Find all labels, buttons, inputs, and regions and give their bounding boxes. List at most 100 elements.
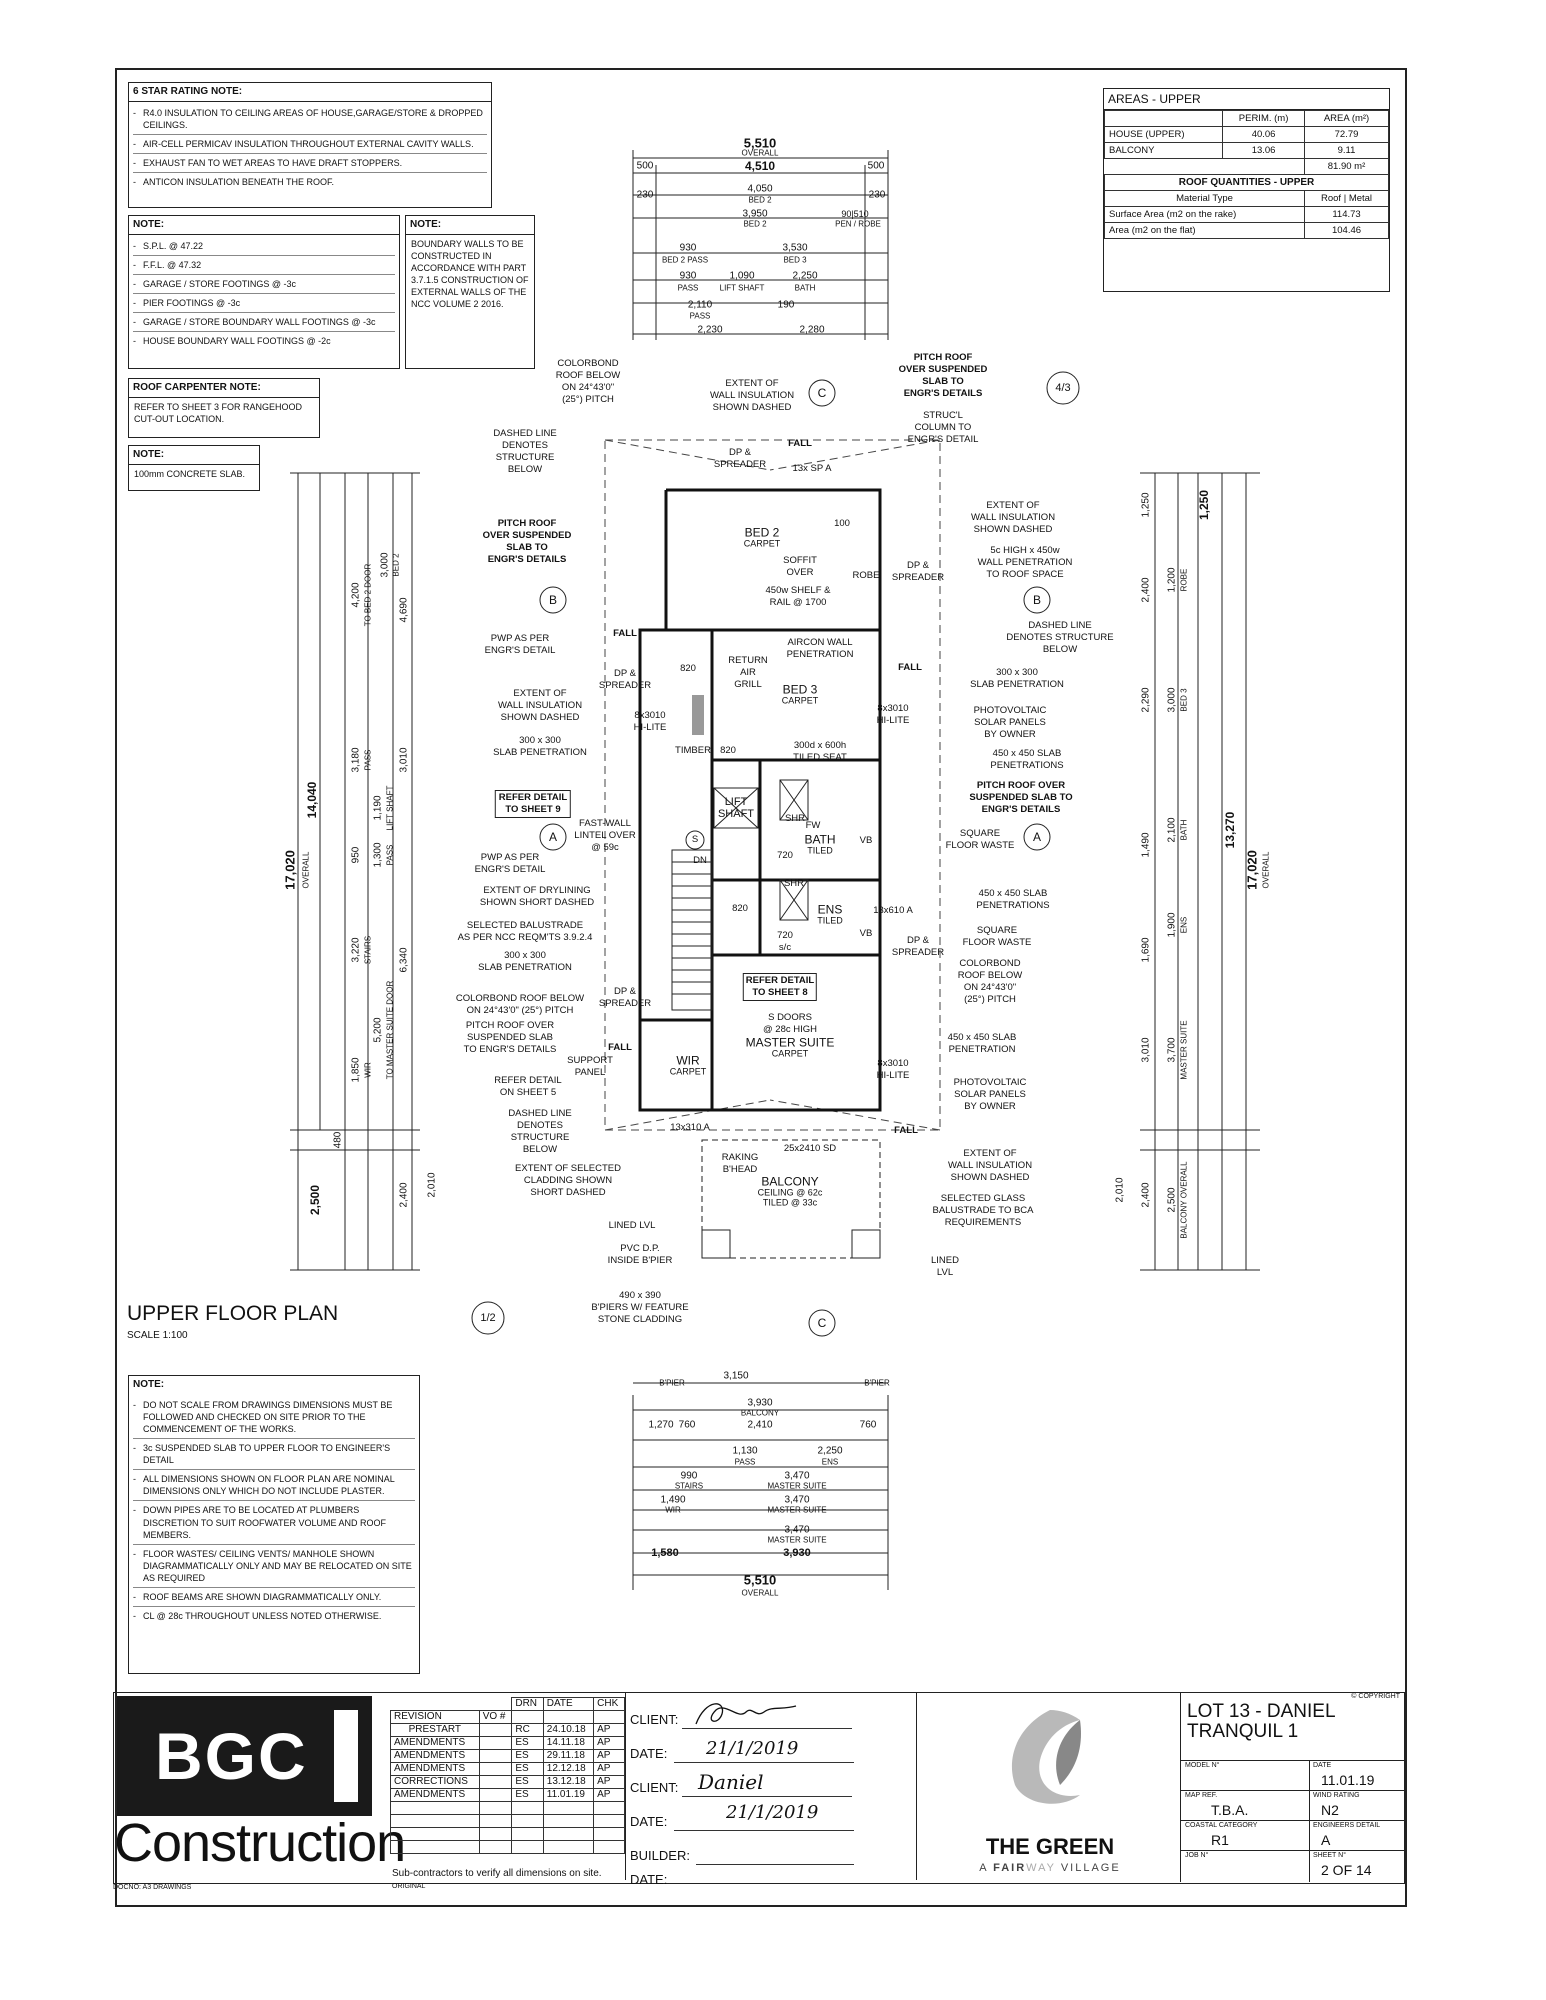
bottom-overall-label: OVERALL <box>741 1588 779 1598</box>
slab-note: NOTE: 100mm CONCRETE SLAB. <box>128 445 260 491</box>
label-sliding-door: 25x2410 SD <box>783 1143 837 1154</box>
boundary-note-text: BOUNDARY WALLS TO BE CONSTRUCTED IN ACCO… <box>411 238 529 310</box>
callout-left: 300 x 300 SLAB PENETRATION <box>478 950 572 973</box>
rev-cell: CORRECTIONS <box>390 1775 480 1789</box>
rev-cell: 14.11.18 <box>542 1736 595 1750</box>
engineers-value: A <box>1321 1832 1331 1848</box>
callout-left: PWP AS PER ENGR'S DETAIL <box>484 633 556 656</box>
right-dim-2400: 2,400 <box>1140 577 1152 603</box>
bottom-dim-ens: ENS <box>821 1457 839 1467</box>
rev-cell <box>511 1710 544 1724</box>
room-floor: TILED <box>807 845 833 856</box>
section-marker-b: B <box>548 593 558 607</box>
callout-left: PVC D.P. INSIDE B'PIER <box>607 1243 673 1266</box>
right-dim-ens: ENS <box>1179 916 1189 934</box>
project-title: LOT 13 - DANIEL TRANQUIL 1 <box>1187 1701 1336 1742</box>
top-dim-2230: 2,230 <box>697 324 723 336</box>
left-dim-liftshaft: LIFT SHAFT <box>385 785 395 831</box>
project-divider <box>1181 1790 1404 1791</box>
bottom-dim-wir: WIR <box>665 1505 681 1515</box>
builder-label: BUILDER: <box>630 1848 690 1863</box>
callout-left: EXTENT OF SELECTED CLADDING SHOWN SHORT … <box>515 1163 621 1198</box>
label-fall: FALL <box>788 438 812 449</box>
bottom-dim-3930: 3,930 <box>747 1397 773 1409</box>
section-marker-c: C <box>817 386 827 400</box>
label-fall-4: FALL <box>608 1042 632 1053</box>
callout-right: 450 x 450 SLAB PENETRATION <box>947 1032 1017 1055</box>
slab-note-title: NOTE: <box>129 446 259 465</box>
room-floor: CARPET <box>781 695 819 706</box>
left-overall-dim: 17,020 <box>282 850 298 890</box>
right-dim-3700: 3,700 <box>1166 1037 1178 1063</box>
subcontractor-note: Sub-contractors to verify all dimensions… <box>392 1868 602 1879</box>
project-divider-v <box>1309 1760 1310 1882</box>
callout-right: 450 x 450 SLAB PENETRATIONS <box>976 888 1050 911</box>
callout-right: 450 x 450 SLAB PENETRATIONS <box>990 748 1064 771</box>
right-dim-1900: 1,900 <box>1166 912 1178 938</box>
bottom-dim-990: 990 <box>680 1470 698 1482</box>
client-signature <box>695 1703 797 1725</box>
rev-cell: 24.10.18 <box>542 1723 595 1737</box>
callout-left: 300 x 300 SLAB PENETRATION <box>493 735 587 758</box>
label-dp-spreader-2: DP & SPREADER <box>598 668 652 691</box>
label-return-air: RETURN AIR GRILL <box>728 655 768 690</box>
plan-title: UPPER FLOOR PLAN <box>127 1302 339 1325</box>
top-dim-230: 230 <box>636 189 654 201</box>
general-note-item: DO NOT SCALE FROM DRAWINGS DIMENSIONS MU… <box>133 1396 415 1439</box>
project-divider <box>1181 1850 1404 1851</box>
callout-left: PITCH ROOF OVER SUSPENDED SLAB TO ENGR'S… <box>482 518 572 565</box>
date-label-2: DATE: <box>630 1814 668 1829</box>
label-fall-2: FALL <box>613 628 637 639</box>
callout-right: EXTENT OF WALL INSULATION SHOWN DASHED <box>709 378 795 413</box>
top-dim-pass: PASS <box>677 283 699 293</box>
general-note-item: FLOOR WASTES/ CEILING VENTS/ MANHOLE SHO… <box>133 1545 415 1589</box>
room-name: BATH <box>804 832 836 847</box>
plan-scale: SCALE 1:100 <box>127 1330 188 1341</box>
room-name: LIFT SHAFT <box>717 795 755 820</box>
section-marker-a: A <box>1032 830 1042 844</box>
top-dim-500: 500 <box>867 160 885 172</box>
bottom-dim-1580: 1,580 <box>651 1547 679 1559</box>
right-dim-2010: 2,010 <box>1114 1177 1126 1203</box>
bgc-logo-text: BGC <box>155 1719 308 1793</box>
right-dim-2400b: 2,400 <box>1140 1182 1152 1208</box>
rev-cell: AP <box>593 1788 625 1802</box>
room-floor: TILED <box>817 915 843 926</box>
map-ref-label: MAP REF. <box>1185 1792 1218 1799</box>
rev-cell: 12.12.18 <box>542 1762 595 1776</box>
bottom-dim-1270: 1,270 <box>648 1419 674 1431</box>
rev-cell <box>390 1814 480 1828</box>
right-dim-3010: 3,010 <box>1140 1037 1152 1063</box>
callout-left: 490 x 390 B'PIERS W/ FEATURE STONE CLADD… <box>591 1290 689 1325</box>
callout-left: FAST-WALL LINTEL OVER @ 59c <box>574 818 636 853</box>
top-dim-930: 930 <box>679 242 697 254</box>
rev-cell <box>511 1840 544 1854</box>
label-dp-spreader: DP & SPREADER <box>713 447 767 470</box>
callout-right: EXTENT OF WALL INSULATION SHOWN DASHED <box>970 500 1056 535</box>
rev-cell <box>593 1814 625 1828</box>
project-info-block: © COPYRIGHT LOT 13 - DANIEL TRANQUIL 1 M… <box>1180 1692 1404 1882</box>
right-dim-1250b: 1,250 <box>1197 489 1211 521</box>
docno: DOCNO: A3 DRAWINGS <box>113 1884 192 1891</box>
label-shr2: SHR <box>783 878 805 889</box>
label-fall-3: FALL <box>898 662 922 673</box>
bottom-dim-760: 760 <box>859 1419 877 1431</box>
room-floor: CEILING @ 62c TILED @ 33c <box>757 1187 823 1208</box>
top-dim-bed2: 4,050 <box>747 183 773 195</box>
rev-cell: ES <box>511 1775 544 1789</box>
top-dim-bed2-label: BED 2 <box>748 195 772 205</box>
rev-cell <box>593 1840 625 1854</box>
signoff-block: CLIENT: DATE: 21/1/2019 CLIENT: Daniel D… <box>625 1692 917 1887</box>
roof-carpenter-text: REFER TO SHEET 3 FOR RANGEHOOD CUT-OUT L… <box>134 401 303 424</box>
bottom-dim-stairs: STAIRS <box>674 1481 704 1491</box>
right-dim-bath: BATH <box>1179 819 1189 841</box>
rev-cell <box>390 1840 480 1854</box>
general-note-item: DOWN PIPES ARE TO BE LOCATED AT PLUMBERS… <box>133 1501 415 1545</box>
left-dim-4690: 4,690 <box>398 597 410 623</box>
section-marker-c: C <box>817 1316 827 1330</box>
left-dim-wir: WIR <box>363 1062 373 1078</box>
label-820: 820 <box>680 663 696 674</box>
label-dp-spreader-3: DP & SPREADER <box>598 986 652 1009</box>
estate-name: THE GREEN <box>985 1834 1115 1859</box>
left-dim-3010: 3,010 <box>398 747 410 773</box>
